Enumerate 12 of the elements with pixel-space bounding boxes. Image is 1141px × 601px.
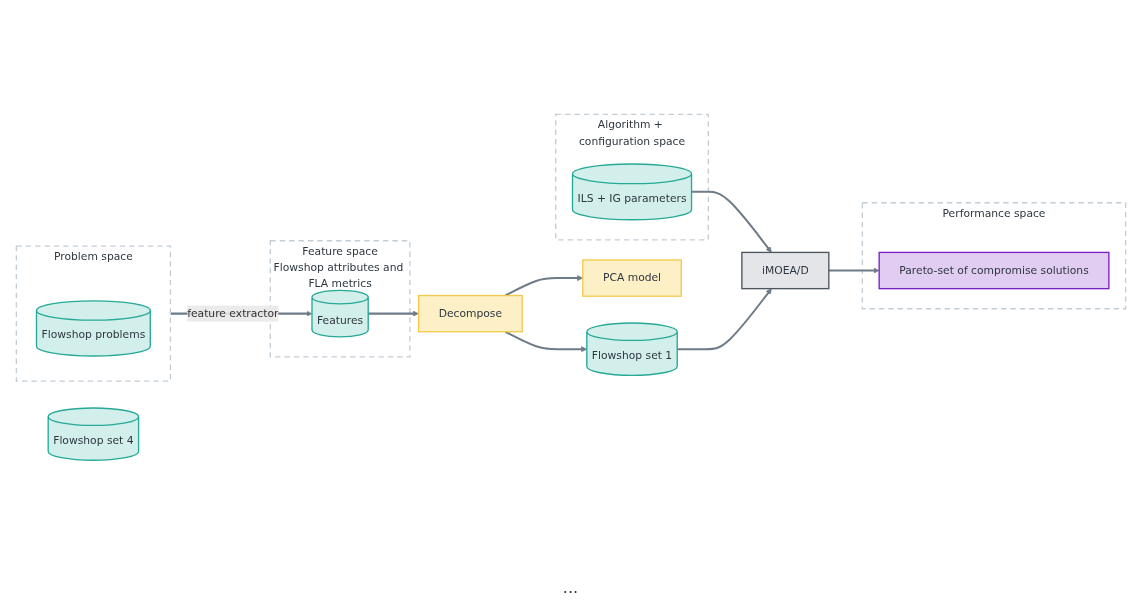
arrow bbox=[676, 288, 772, 350]
node-box: iMOEA/D bbox=[740, 251, 829, 289]
arrow bbox=[828, 267, 879, 274]
arrow bbox=[691, 190, 772, 253]
edge-label: feature extractor bbox=[186, 306, 278, 320]
node-box: Pareto-set of compromise solutions bbox=[878, 251, 1110, 289]
arrow bbox=[504, 330, 587, 352]
node-box: Decompose bbox=[417, 294, 523, 333]
arrow bbox=[504, 274, 583, 297]
arrow bbox=[367, 310, 419, 317]
node-box: PCA model bbox=[581, 258, 682, 297]
ellipsis-label: ... bbox=[562, 578, 579, 597]
